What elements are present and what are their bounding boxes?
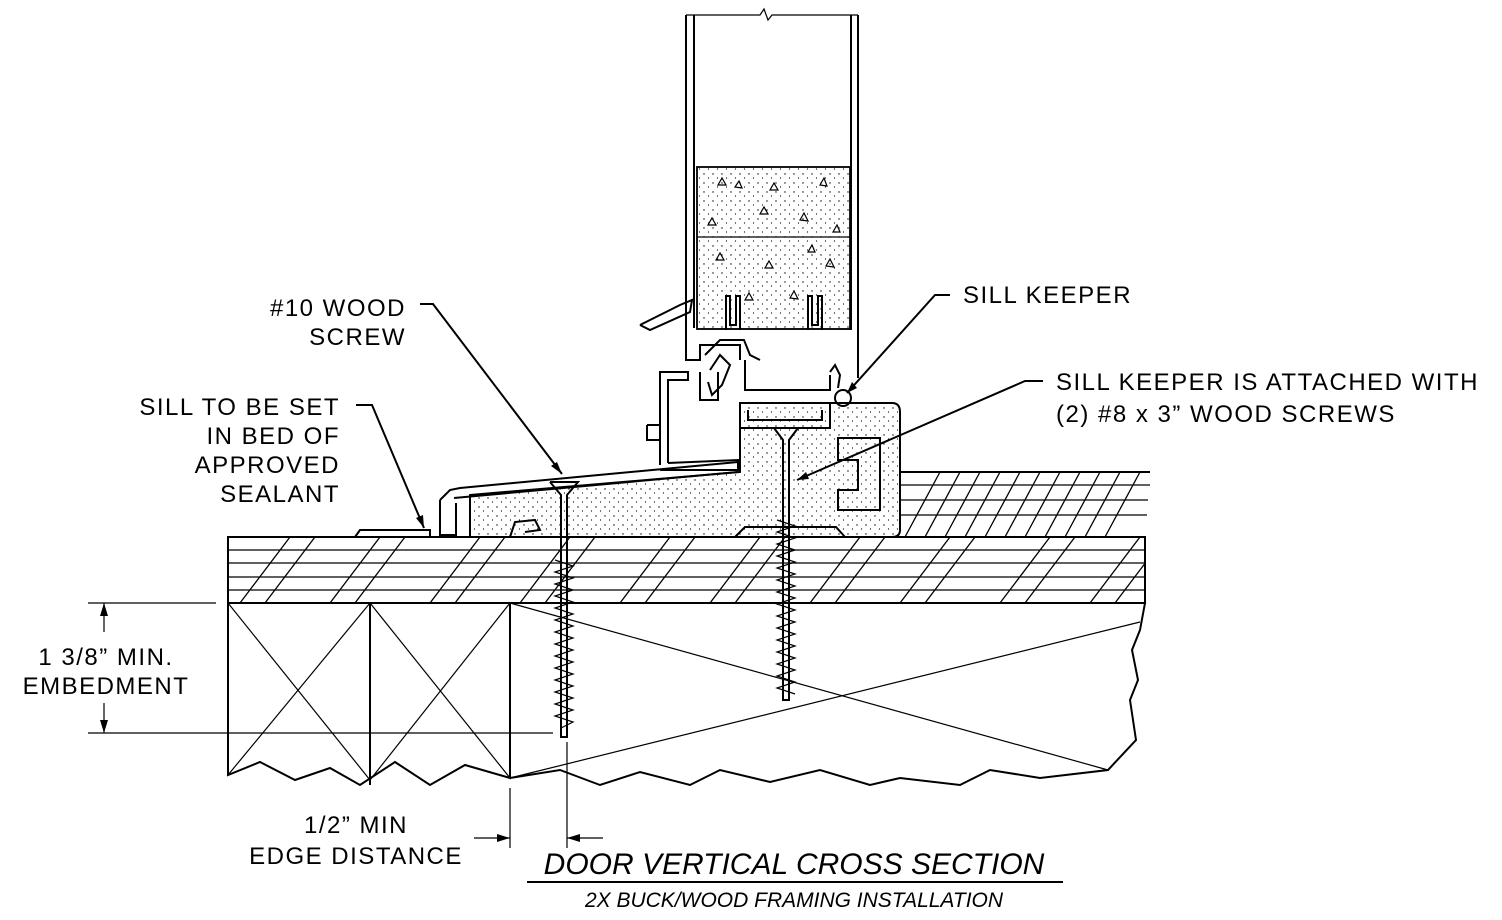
edge-distance-label-line2: EDGE DISTANCE [249, 843, 463, 870]
sill-bed-label-line2: IN BED OF [206, 423, 340, 450]
sill-bed-label-line1: SILL TO BE SET [139, 394, 340, 421]
wood-screw-10 [549, 481, 581, 738]
sill-keeper-label: SILL KEEPER [963, 282, 1132, 309]
sill-bed-label-line4: SEALANT [220, 481, 340, 508]
drawing-subtitle: 2X BUCK/WOOD FRAMING INSTALLATION [584, 889, 1004, 912]
edge-distance-dimension [474, 742, 603, 848]
leader-sill-keeper [846, 294, 950, 394]
leader-sill-bed [356, 404, 425, 529]
wood-screw-label-line2: SCREW [309, 324, 406, 351]
wood-screw-8 [773, 427, 800, 701]
foam-core-marks [706, 176, 841, 301]
embedment-label-line2: EMBEDMENT [23, 673, 190, 700]
door-panel [685, 7, 859, 378]
sill-bed-label-line3: APPROVED [195, 452, 340, 479]
wood-framing [227, 602, 1147, 787]
sill-keeper-attached-line1: SILL KEEPER IS ATTACHED WITH [1056, 369, 1479, 396]
sill-keeper-attached-line2: (2) #8 x 3” WOOD SCREWS [1056, 401, 1396, 428]
embedment-label-line1: 1 3/8” MIN. [38, 644, 173, 671]
leader-sill-keeper-attached [796, 380, 1043, 481]
embedment-dimension [88, 602, 553, 734]
edge-distance-label-line1: 1/2” MIN [304, 812, 408, 839]
substrate-step [900, 471, 1150, 537]
drawing-title: DOOR VERTICAL CROSS SECTION [544, 848, 1045, 881]
leader-wood-screw [420, 303, 563, 475]
sill-extrusion [354, 371, 901, 538]
wood-screw-label-line1: #10 WOOD [270, 295, 406, 322]
wood-buck-board [227, 536, 1146, 604]
